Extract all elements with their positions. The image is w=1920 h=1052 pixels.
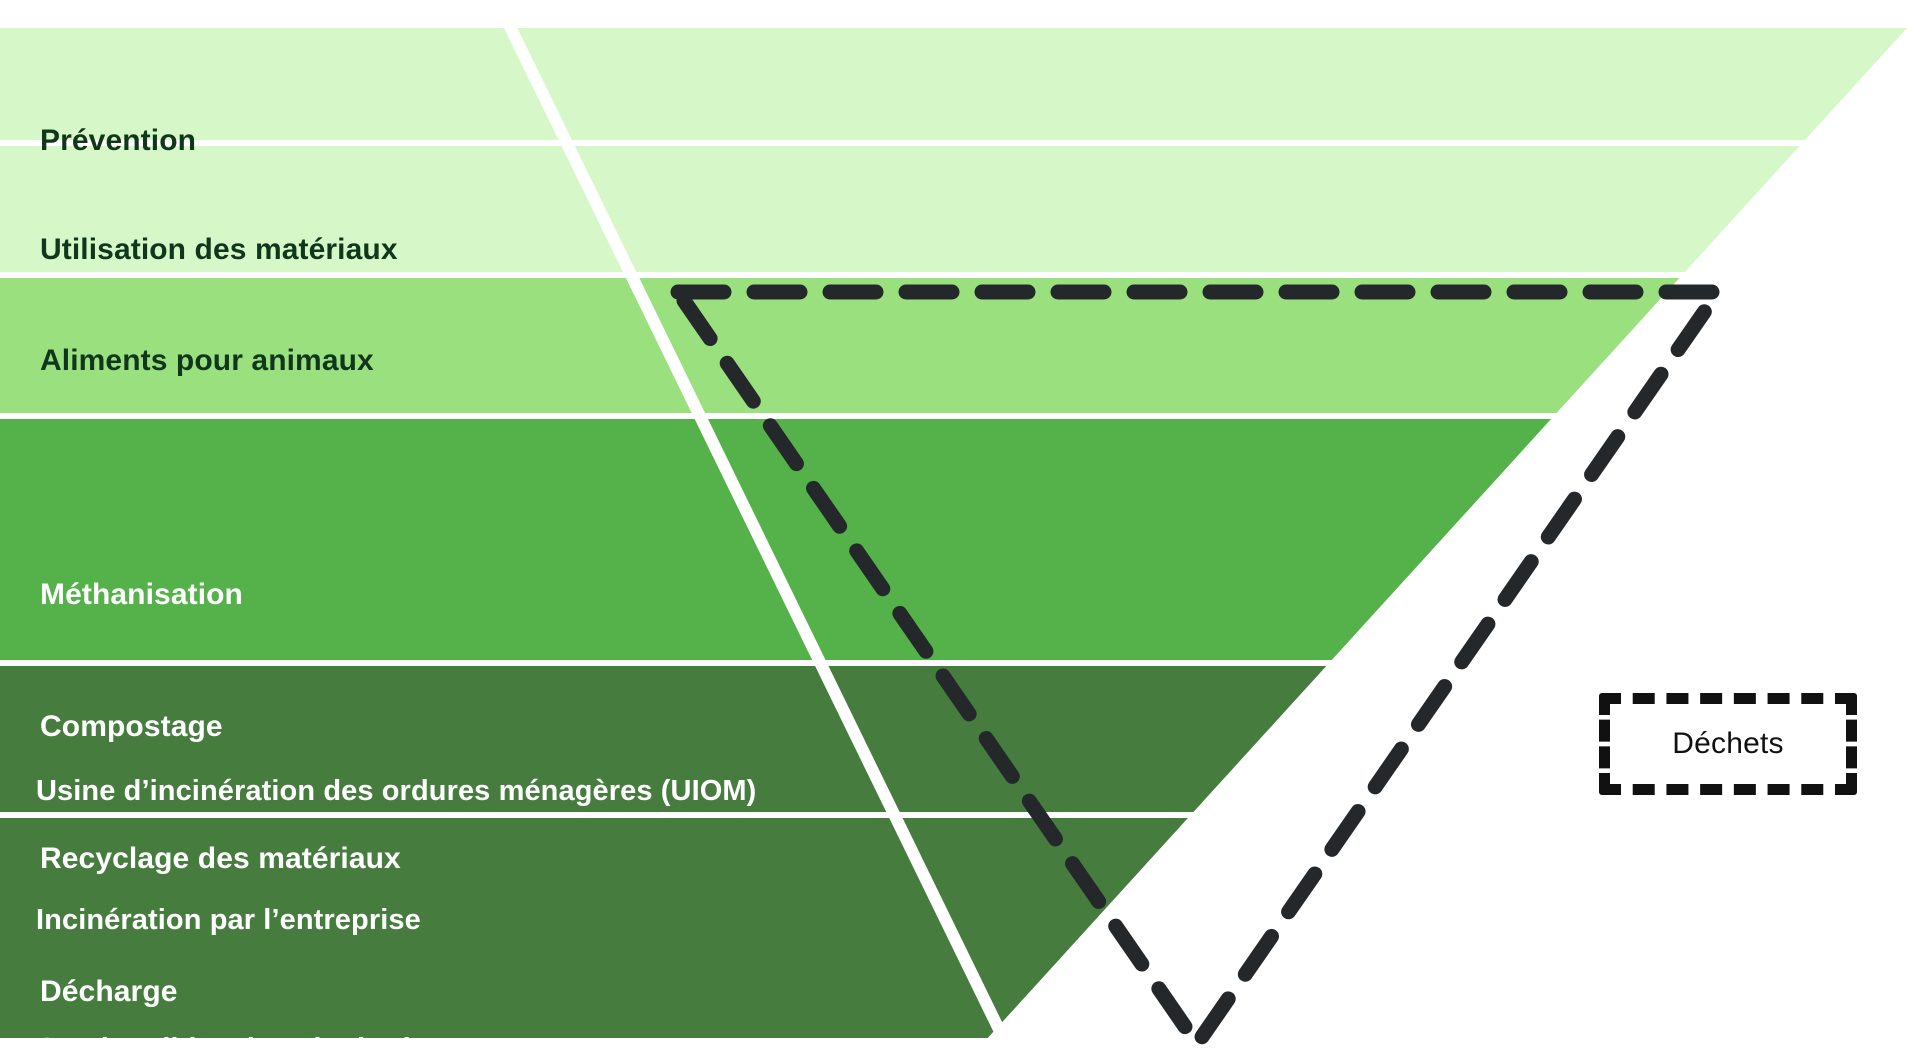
band-shape-prevention [0, 28, 1907, 140]
band-shape-methanisation [0, 419, 1907, 660]
band-shape-decharge [0, 818, 1907, 1038]
funnel-left-edge [491, 0, 1016, 1052]
legend-dechets: Déchets [1599, 693, 1857, 795]
band-shape-utilisation [0, 146, 1907, 272]
legend-label: Déchets [1672, 727, 1784, 760]
waste-boundary-dashed [670, 284, 1733, 1052]
